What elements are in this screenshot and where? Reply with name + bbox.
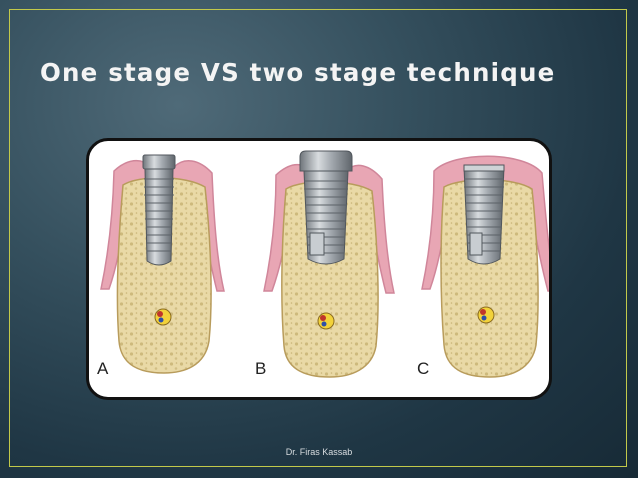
- panel-a: [100, 154, 225, 374]
- panel-label-b: B: [255, 359, 267, 378]
- implant-illustration: [100, 150, 549, 378]
- implant-threads-b: [304, 180, 348, 254]
- panel-c: [421, 155, 549, 378]
- implant-threads-a: [144, 178, 174, 252]
- slide-title: One stage VS two stage technique: [40, 58, 556, 87]
- slide-footer: Dr. Firas Kassab: [285, 447, 353, 457]
- implant-figure: A B C: [86, 138, 552, 400]
- panel-label-a: A: [97, 359, 109, 378]
- slide-frame: [9, 9, 627, 467]
- panel-label-c: C: [417, 359, 430, 378]
- panel-b: [263, 150, 395, 378]
